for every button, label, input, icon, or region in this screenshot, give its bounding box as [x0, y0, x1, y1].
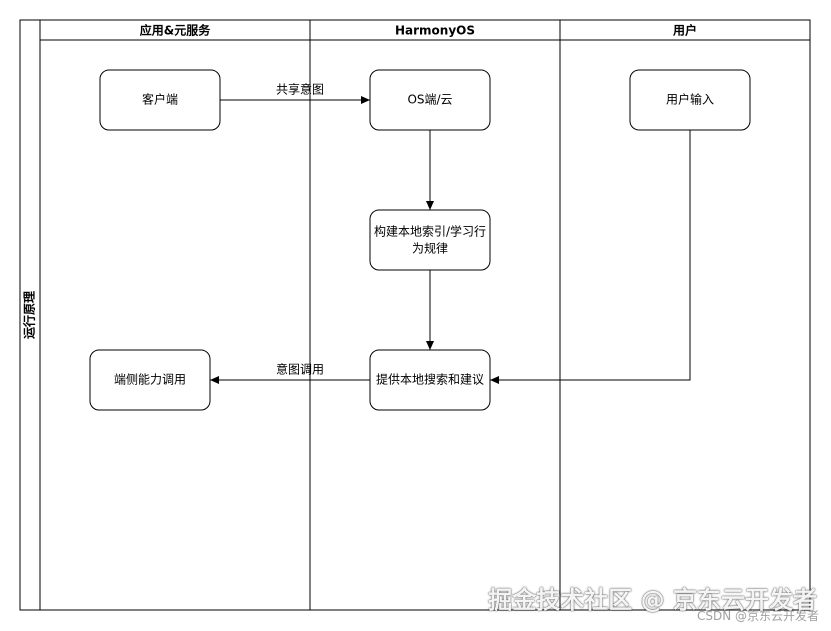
pool-title: 运行原理 — [22, 291, 37, 339]
lane-header-harmonyos: HarmonyOS — [395, 24, 475, 38]
edge-label-share-intent: 共享意图 — [276, 82, 324, 97]
lane-header-user: 用户 — [672, 23, 697, 38]
lane-header-app: 应用&元服务 — [140, 23, 211, 38]
node-client: 客户端 — [99, 69, 221, 131]
edge-label-intent-invoke: 意图调用 — [276, 362, 324, 377]
node-client-label: 客户端 — [142, 92, 178, 107]
edge-user-input-to-search — [490, 130, 691, 384]
pool-border — [19, 19, 811, 611]
node-build-index-line1: 构建本地索引/学习行 — [374, 224, 486, 239]
node-os-cloud-label: OS端/云 — [407, 93, 452, 107]
node-user-input: 用户输入 — [629, 69, 751, 131]
node-intent-call: 端侧能力调用 — [89, 349, 211, 411]
watermark-sub: CSDN @京东云开发者 — [696, 609, 819, 623]
node-build-index-line2: 为规律 — [412, 241, 448, 256]
node-local-search-label: 提供本地搜索和建议 — [376, 372, 484, 387]
watermark-main: 掘金技术社区 @ 京东云开发者 — [488, 586, 817, 614]
node-local-search: 提供本地搜索和建议 — [369, 349, 491, 411]
node-user-input-label: 用户输入 — [666, 92, 714, 107]
node-build-index: 构建本地索引/学习行 为规律 — [369, 209, 491, 271]
node-os-cloud: OS端/云 — [369, 69, 491, 131]
node-intent-call-label: 端侧能力调用 — [114, 373, 186, 387]
